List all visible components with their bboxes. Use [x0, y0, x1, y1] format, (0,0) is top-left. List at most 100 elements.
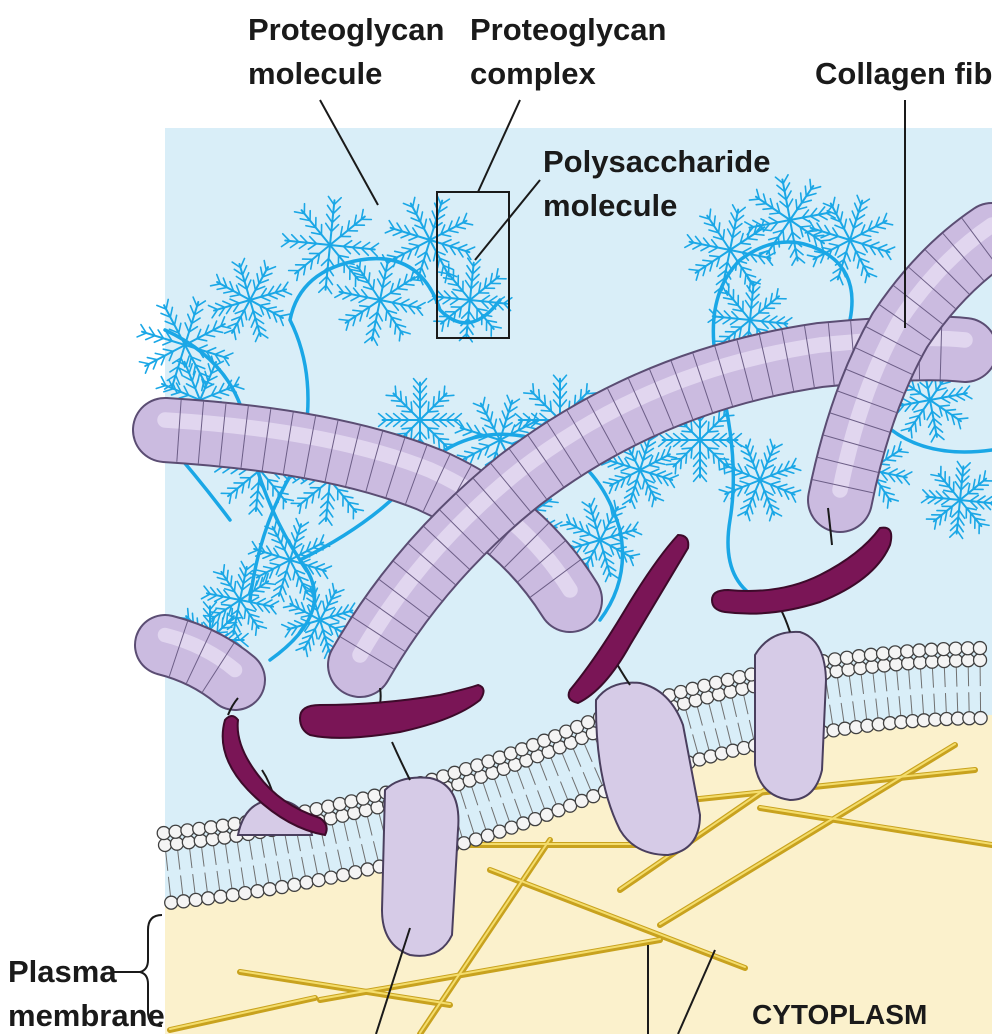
- phospholipid-head: [902, 657, 915, 670]
- phospholipid-head: [181, 824, 194, 837]
- label-plasma-membrane-line1: Plasma: [8, 954, 117, 989]
- phospholipid-head: [828, 653, 841, 666]
- phospholipid-head: [913, 644, 926, 657]
- phospholipid-head: [300, 876, 313, 889]
- phospholipid-head: [361, 863, 374, 876]
- label-polysaccharide-molecule-line1: Polysaccharide: [543, 144, 770, 179]
- label-polysaccharide-molecule-line2: molecule: [543, 188, 677, 223]
- phospholipid-head: [457, 837, 470, 850]
- phospholipid-head: [310, 803, 323, 816]
- phospholipid-head: [193, 822, 206, 835]
- phospholipid-head: [901, 645, 914, 658]
- phospholipid-head: [359, 804, 372, 817]
- phospholipid-head: [974, 654, 987, 667]
- phospholipid-head: [852, 650, 865, 663]
- phospholipid-head: [216, 819, 229, 832]
- phospholipid-head: [189, 893, 202, 906]
- phospholipid-head: [890, 658, 903, 671]
- phospholipid-head: [698, 679, 711, 692]
- phospholipid-head: [194, 834, 207, 847]
- phospholipid-head: [949, 642, 962, 655]
- phospholipid-head: [165, 896, 178, 909]
- phospholipid-head: [950, 654, 963, 667]
- phospholipid-head: [962, 654, 975, 667]
- phospholipid-head: [263, 883, 276, 896]
- phospholipid-head: [840, 651, 853, 664]
- phospholipid-head: [239, 887, 252, 900]
- phospholipid-head: [925, 643, 938, 656]
- phospholipid-head: [159, 839, 172, 852]
- phospholipid-head: [877, 647, 890, 660]
- phospholipid-head: [830, 665, 843, 678]
- phospholipid-head: [348, 807, 361, 820]
- phospholipid-head: [854, 662, 867, 675]
- phospholipid-head: [251, 885, 264, 898]
- phospholipid-head: [914, 656, 927, 669]
- phospholipid-head: [325, 871, 338, 884]
- phospholipid-head: [540, 808, 553, 821]
- phospholipid-head: [312, 874, 325, 887]
- phospholipid-head: [177, 895, 190, 908]
- phospholipid-head: [226, 888, 239, 901]
- phospholipid-head: [337, 868, 350, 881]
- phospholipid-head: [864, 648, 877, 661]
- integrin-protein: [382, 778, 458, 956]
- phospholipid-head: [889, 646, 902, 659]
- phospholipid-head: [866, 660, 879, 673]
- phospholipid-head: [202, 892, 215, 905]
- phospholipid-head: [581, 716, 594, 729]
- phospholipid-head: [336, 809, 349, 822]
- label-proteoglycan-complex-line2: complex: [470, 56, 597, 91]
- phospholipid-head: [170, 837, 183, 850]
- phospholipid-head: [169, 825, 182, 838]
- phospholipid-head: [736, 682, 749, 695]
- phospholipid-head: [333, 798, 346, 811]
- phospholipid-head: [517, 817, 530, 830]
- label-collagen-fiber: Collagen fiber: [815, 56, 992, 91]
- phospholipid-head: [275, 881, 288, 894]
- phospholipid-head: [710, 676, 723, 689]
- phospholipid-head: [218, 831, 231, 844]
- phospholipid-head: [206, 833, 219, 846]
- phospholipid-head: [733, 671, 746, 684]
- phospholipid-head: [701, 691, 714, 704]
- integrin-protein: [755, 632, 826, 800]
- phospholipid-head: [481, 829, 494, 842]
- phospholipid-head: [371, 801, 384, 814]
- phospholipid-head: [288, 878, 301, 891]
- phospholipid-head: [721, 673, 734, 686]
- label-plasma-membrane-line2: membrane: [8, 998, 165, 1033]
- phospholipid-head: [878, 659, 891, 672]
- label-proteoglycan-complex-line1: Proteoglycan: [470, 12, 666, 47]
- phospholipid-head: [157, 827, 170, 840]
- phospholipid-head: [724, 685, 737, 698]
- phospholipid-head: [322, 800, 335, 813]
- label-cytoplasm: CYTOPLASM: [752, 999, 927, 1030]
- phospholipid-head: [368, 789, 381, 802]
- phospholipid-head: [469, 833, 482, 846]
- phospholipid-head: [712, 688, 725, 701]
- phospholipid-head: [505, 821, 518, 834]
- phospholipid-head: [357, 792, 370, 805]
- phospholipid-head: [974, 712, 987, 725]
- phospholipid-head: [493, 825, 506, 838]
- phospholipid-head: [842, 663, 855, 676]
- phospholipid-head: [961, 642, 974, 655]
- phospholipid-head: [214, 890, 227, 903]
- phospholipid-head: [349, 866, 362, 879]
- phospholipid-head: [205, 821, 218, 834]
- phospholipid-head: [686, 682, 699, 695]
- phospholipid-head: [182, 836, 195, 849]
- phospholipid-head: [345, 795, 358, 808]
- phospholipid-head: [674, 686, 687, 699]
- phospholipid-head: [689, 694, 702, 707]
- label-proteoglycan-molecule-line2: molecule: [248, 56, 382, 91]
- phospholipid-head: [938, 655, 951, 668]
- phospholipid-head: [973, 642, 986, 655]
- phospholipid-head: [937, 643, 950, 656]
- label-proteoglycan-molecule-line1: Proteoglycan: [248, 12, 444, 47]
- phospholipid-head: [926, 655, 939, 668]
- phospholipid-head: [324, 812, 337, 825]
